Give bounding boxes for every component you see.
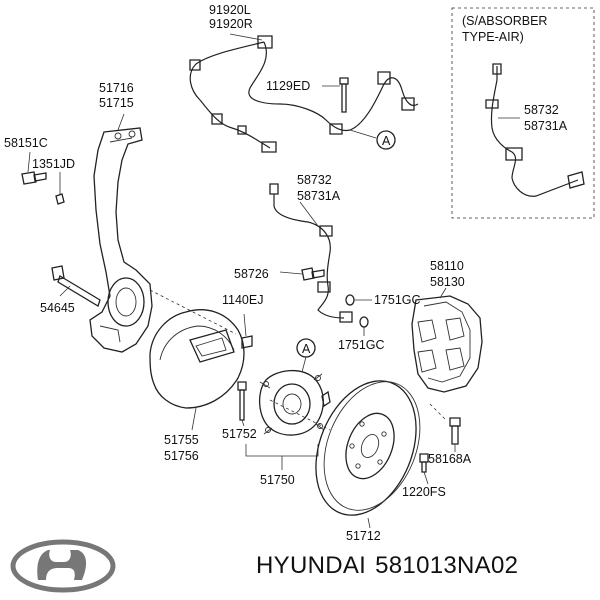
leader-1220fs [423, 471, 429, 485]
label-58726: 58726 [234, 267, 269, 281]
dust-shield [149, 309, 245, 409]
leader-callout-a-top [349, 129, 377, 139]
leader-1140ej [243, 313, 247, 337]
label-1140ej: 1140EJ [222, 293, 263, 307]
leader-58726 [279, 271, 303, 275]
leader-callout-a-hub [301, 356, 307, 373]
label-1751gc-top: 1751GC [374, 293, 421, 307]
gasket-1751gc-bottom [359, 316, 369, 328]
label-58732-inset: 58732 [524, 103, 559, 117]
washer-1351jd [55, 193, 65, 205]
bolt-58168a [449, 417, 461, 445]
label-1129ed: 1129ED [266, 79, 310, 93]
leader-51755 [191, 407, 197, 431]
label-callout-a-top: A [382, 134, 391, 148]
callout-a-top [376, 130, 396, 150]
inset-box [451, 7, 595, 219]
screw-1220fs [419, 453, 429, 473]
steering-knuckle [89, 127, 153, 353]
label-58731a: 58731A [297, 189, 341, 203]
label-51755: 51755 [164, 433, 199, 447]
inset-brake-hose [485, 63, 585, 197]
label-91920l: 91920L [209, 3, 251, 17]
bracket-51750 [245, 444, 319, 457]
brand-name: HYUNDAI [256, 552, 367, 579]
bolt-58726 [301, 267, 325, 281]
label-absorber-line1: (S/ABSORBER [462, 14, 547, 28]
leader-54645 [59, 285, 71, 297]
leader-51712 [367, 517, 371, 529]
gasket-1751gc-top [345, 294, 355, 306]
label-51715: 51715 [99, 96, 134, 110]
axis-hub-disc [269, 399, 331, 431]
label-54645: 54645 [40, 301, 75, 315]
leader-51716 [117, 113, 125, 131]
label-51756: 51756 [164, 449, 199, 463]
label-51752: 51752 [222, 427, 257, 441]
label-absorber-line2: TYPE-AIR) [462, 30, 524, 44]
bolt-54645 [51, 265, 101, 307]
label-58151c: 58151C [4, 136, 48, 150]
label-1751gc-bottom: 1751GC [338, 338, 385, 352]
label-1351jd: 1351JD [32, 157, 75, 171]
bolt-51752 [237, 381, 247, 421]
label-58110: 58110 [430, 259, 464, 273]
brake-hose-main [269, 183, 353, 323]
label-58731a-inset: 58731A [524, 119, 568, 133]
part-caption: HYUNDAI 581013NA02 [256, 552, 527, 580]
label-1220fs: 1220FS [402, 485, 446, 499]
hyundai-logo-icon [10, 539, 116, 593]
hub-bearing [259, 370, 331, 436]
label-58732: 58732 [297, 173, 332, 187]
axis-caliper-bolt [429, 403, 447, 421]
label-58168a: 58168A [428, 452, 472, 466]
wheel-speed-sensor-cable [189, 35, 419, 153]
label-51712: 51712 [346, 529, 381, 543]
brake-caliper [411, 295, 483, 393]
label-51750: 51750 [260, 473, 295, 487]
leader-51752 [241, 419, 245, 427]
bolt-58151c [21, 171, 47, 185]
label-51716: 51716 [99, 81, 134, 95]
brake-disc [315, 380, 421, 516]
part-number: 581013NA02 [375, 552, 519, 579]
bolt-1140ej [241, 335, 253, 349]
leader-58110 [439, 287, 447, 299]
leader-58732 [299, 201, 319, 227]
axis-knuckle-shield [149, 289, 237, 335]
label-91920r: 91920R [209, 17, 253, 31]
bolt-1129ed [339, 77, 349, 113]
label-callout-a-hub: A [302, 342, 311, 356]
leader-91920 [229, 33, 263, 41]
label-58130: 58130 [430, 275, 465, 289]
leader-58151c [27, 151, 31, 173]
